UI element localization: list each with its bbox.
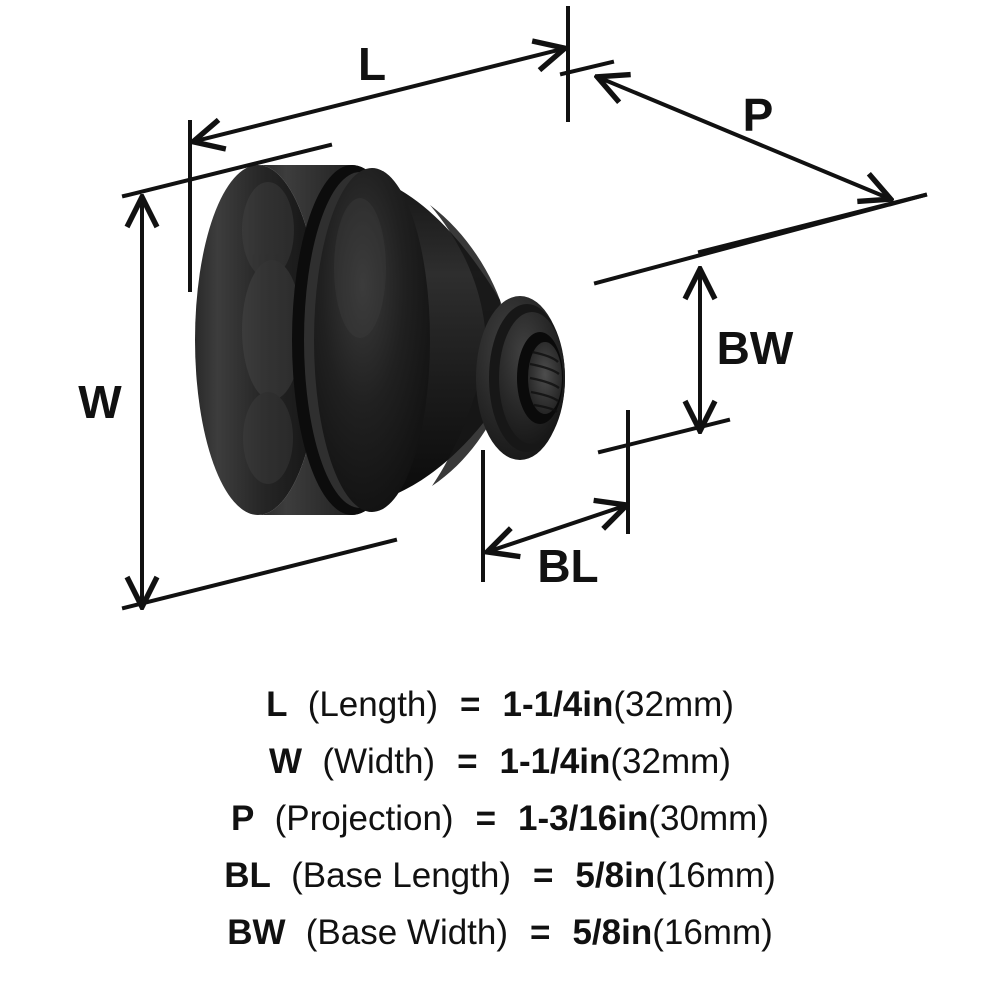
legend-abbr-BL: BL — [224, 856, 271, 895]
legend-row-projection: P (Projection) = 1-3/16in(30mm) — [231, 790, 769, 847]
legend-desc-BW: (Base Width) — [305, 913, 509, 952]
bw-extension-top — [593, 192, 928, 286]
w-extension-bottom — [121, 537, 398, 611]
legend-value-in-W: 1-1/4in — [499, 742, 611, 781]
legend-value-mm-L: (32mm) — [613, 685, 734, 724]
dimension-label-BW: BW — [717, 322, 794, 374]
legend-eq-P: = — [475, 799, 497, 838]
legend-eq-L: = — [460, 685, 481, 724]
p-dimension-arrow — [600, 78, 888, 198]
w-extension-top — [121, 142, 333, 199]
dimension-label-P: P — [743, 89, 774, 141]
legend-desc-P: (Projection) — [274, 799, 454, 838]
dimension-label-L: L — [358, 38, 386, 90]
knob-thread-grooves — [529, 350, 560, 413]
legend-row-base-length: BL (Base Length) = 5/8in(16mm) — [224, 847, 776, 904]
legend-value-in-L: 1-1/4in — [502, 685, 614, 724]
legend-eq-W: = — [457, 742, 478, 781]
knob-dimension-diagram: L P W BW BL — [78, 6, 928, 611]
legend-desc-W: (Width) — [322, 742, 436, 781]
legend-abbr-L: L — [266, 685, 288, 724]
legend-value-mm-W: (32mm) — [610, 742, 731, 781]
legend-row-width: W (Width) = 1-1/4in(32mm) — [269, 733, 731, 790]
legend-value-mm-BW: (16mm) — [652, 913, 773, 952]
bl-dimension-arrow — [490, 506, 624, 551]
knob-head-rim-back — [195, 165, 321, 515]
legend-value-in-BW: 5/8in — [572, 913, 653, 952]
legend-eq-BW: = — [530, 913, 551, 952]
legend-value-in-P: 1-3/16in — [518, 799, 649, 838]
legend-row-length: L (Length) = 1-1/4in(32mm) — [266, 676, 734, 733]
dimension-label-W: W — [78, 376, 122, 428]
dimension-lines — [121, 6, 928, 611]
bw-extension-bottom — [597, 417, 731, 455]
legend-eq-BL: = — [532, 856, 554, 895]
legend-desc-L: (Length) — [307, 685, 439, 724]
dimension-legend: L (Length) = 1-1/4in(32mm) W (Width) = 1… — [0, 676, 1000, 986]
legend-value-mm-P: (30mm) — [648, 799, 769, 838]
l-dimension-arrow — [196, 49, 562, 141]
knob-head-face-highlight — [334, 198, 386, 338]
knob-head-face — [314, 168, 430, 512]
legend-abbr-W: W — [269, 742, 303, 781]
dimension-label-BL: BL — [537, 540, 598, 592]
p-extension-top — [559, 59, 615, 77]
legend-abbr-BW: BW — [227, 913, 286, 952]
legend-desc-BL: (Base Length) — [291, 856, 511, 895]
knob-rim-texture — [242, 182, 302, 484]
legend-row-base-width: BW (Base Width) = 5/8in(16mm) — [227, 904, 773, 961]
legend-value-in-BL: 5/8in — [575, 856, 656, 895]
legend-value-mm-BL: (16mm) — [655, 856, 776, 895]
legend-abbr-P: P — [231, 799, 255, 838]
knob-illustration — [195, 165, 565, 515]
